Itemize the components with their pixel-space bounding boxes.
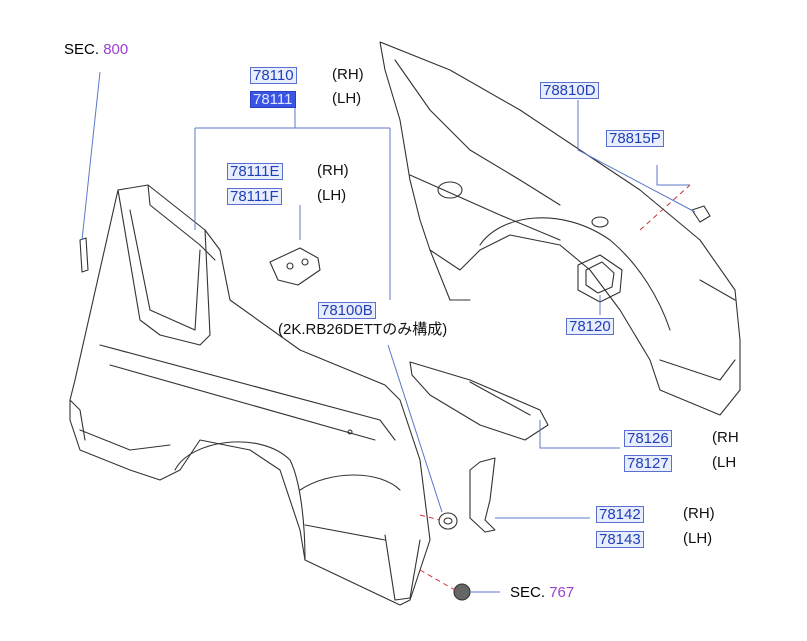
extension-part — [409, 361, 549, 441]
part-78111e-link[interactable]: 78111E — [227, 163, 283, 180]
part-78111-side: (LH) — [332, 90, 362, 107]
leader-lines — [81, 71, 696, 593]
fuel-lid-inner — [585, 261, 615, 294]
splash-guard — [469, 457, 496, 533]
sec-800-label: SEC. 800 — [64, 41, 128, 58]
part-78111e-side: (RH) — [317, 162, 349, 179]
sec-prefix: SEC. — [64, 41, 100, 58]
part-78127-link[interactable]: 78127 — [624, 455, 672, 472]
sec-number[interactable]: 800 — [103, 41, 129, 58]
part-78111-link[interactable]: 78111 — [250, 91, 296, 108]
part-78100b-note: (2K.RB26DETTのみ構成) — [278, 321, 448, 338]
part-78142-side: (RH) — [683, 505, 715, 522]
dashed-guides — [419, 184, 691, 591]
fuel-lid-housing — [577, 254, 623, 303]
sec-767-label: SEC. 767 — [510, 584, 574, 601]
part-78143-side: (LH) — [683, 530, 713, 547]
part-78127-side: (LH — [712, 454, 737, 471]
grommet-part — [438, 512, 458, 530]
part-78120-link[interactable]: 78120 — [566, 318, 614, 335]
trim-strip — [79, 237, 89, 273]
cap-part — [453, 583, 471, 601]
sec-number[interactable]: 767 — [549, 584, 575, 601]
sec-prefix: SEC. — [510, 584, 546, 601]
part-78142-link[interactable]: 78142 — [596, 506, 644, 523]
part-78126-side: (RH — [712, 429, 739, 446]
part-78815p-link[interactable]: 78815P — [606, 130, 664, 147]
clip-part — [691, 205, 711, 223]
right-inner-panel — [379, 41, 741, 416]
part-78110-link[interactable]: 78110 — [250, 67, 297, 84]
part-78143-link[interactable]: 78143 — [596, 531, 644, 548]
part-78810d-link[interactable]: 78810D — [540, 82, 599, 99]
part-78110-side: (RH) — [332, 66, 364, 83]
part-78111f-link[interactable]: 78111F — [227, 188, 282, 205]
part-78100b-link[interactable]: 78100B — [318, 302, 376, 319]
part-78111f-side: (LH) — [317, 187, 347, 204]
part-78126-link[interactable]: 78126 — [624, 430, 672, 447]
left-quarter-panel — [69, 184, 431, 606]
bracket-part — [269, 247, 321, 286]
